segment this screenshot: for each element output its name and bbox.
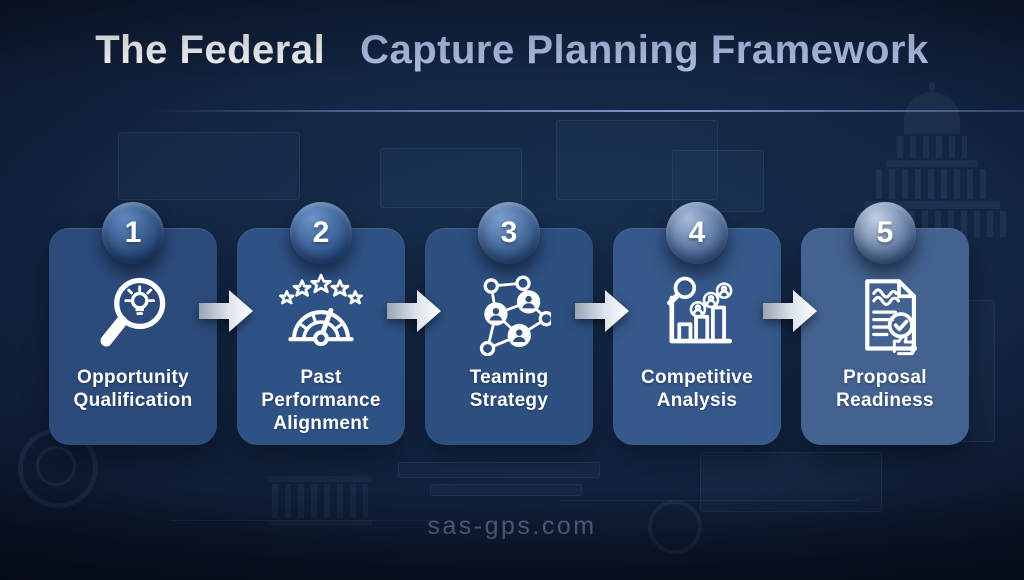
gauge-stars-icon (275, 268, 367, 360)
step-label: Opportunity Qualification (73, 367, 193, 412)
background-panel-shape (700, 452, 882, 512)
step-label: Past Performance Alignment (261, 367, 381, 435)
step-card-teaming-strategy: 3 (425, 202, 593, 445)
background-document-shape (380, 148, 522, 208)
step-label: Teaming Strategy (469, 367, 549, 412)
background-document-shape (118, 132, 300, 200)
team-network-icon (463, 268, 555, 360)
competitor-chart-icon (651, 268, 743, 360)
background-document-shape (672, 150, 764, 212)
arrow-right-icon (575, 290, 629, 332)
step-label: Proposal Readiness (836, 367, 934, 412)
page-title: The Federal Capture Planning Framework (0, 28, 1024, 73)
page-title-highlight: Capture Planning Framework (360, 28, 929, 72)
arrow-right-icon (763, 290, 817, 332)
magnifier-lightbulb-icon (87, 268, 179, 360)
step-label: Competitive Analysis (640, 367, 754, 412)
background-screen-shape (556, 120, 718, 200)
background-bar-shape (430, 484, 582, 496)
page-title-prefix: The Federal (95, 28, 326, 72)
arrow-right-icon (387, 290, 441, 332)
step-card-proposal-readiness: 5 Proposal Readiness (801, 202, 969, 445)
title-divider (150, 110, 1024, 112)
background-bar-shape (398, 462, 600, 478)
arrow-right-icon (199, 290, 253, 332)
watermark-text: sas-gps.com (427, 512, 597, 540)
background-circuit-line (560, 500, 860, 501)
step-card-opportunity-qualification: 1 Opportunity Qualification (49, 202, 217, 445)
step-card-past-performance-alignment: 2 (237, 202, 405, 445)
step-card-competitive-analysis: 4 Competitive Analysis (613, 202, 781, 445)
proposal-check-icon (839, 268, 931, 360)
background-gear-icon (36, 446, 76, 486)
